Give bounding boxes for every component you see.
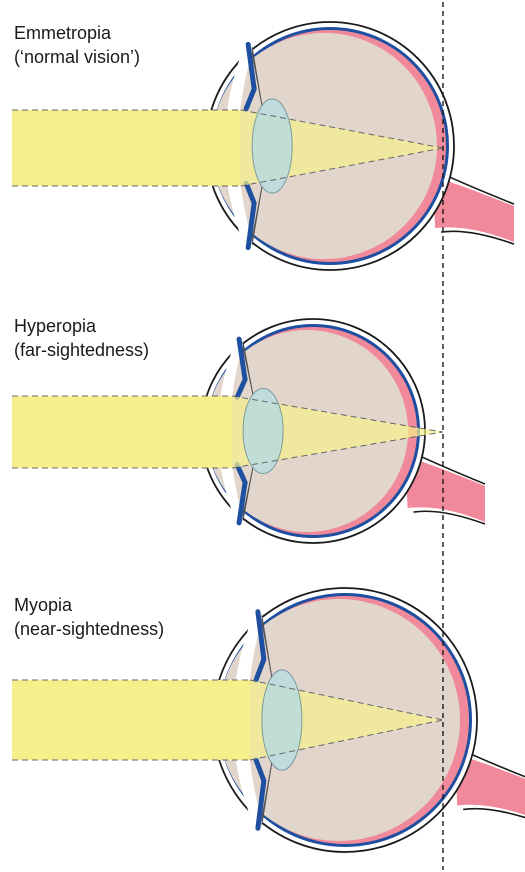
lens [262, 670, 302, 770]
hyperopia-eye [12, 319, 485, 543]
light-beam [12, 110, 241, 186]
eye-diagrams-group [12, 22, 525, 852]
light-beam [12, 396, 232, 468]
myopia-eye [12, 588, 525, 852]
emmetropia-eye [12, 22, 514, 270]
lens [252, 99, 292, 193]
light-beam [12, 680, 250, 760]
